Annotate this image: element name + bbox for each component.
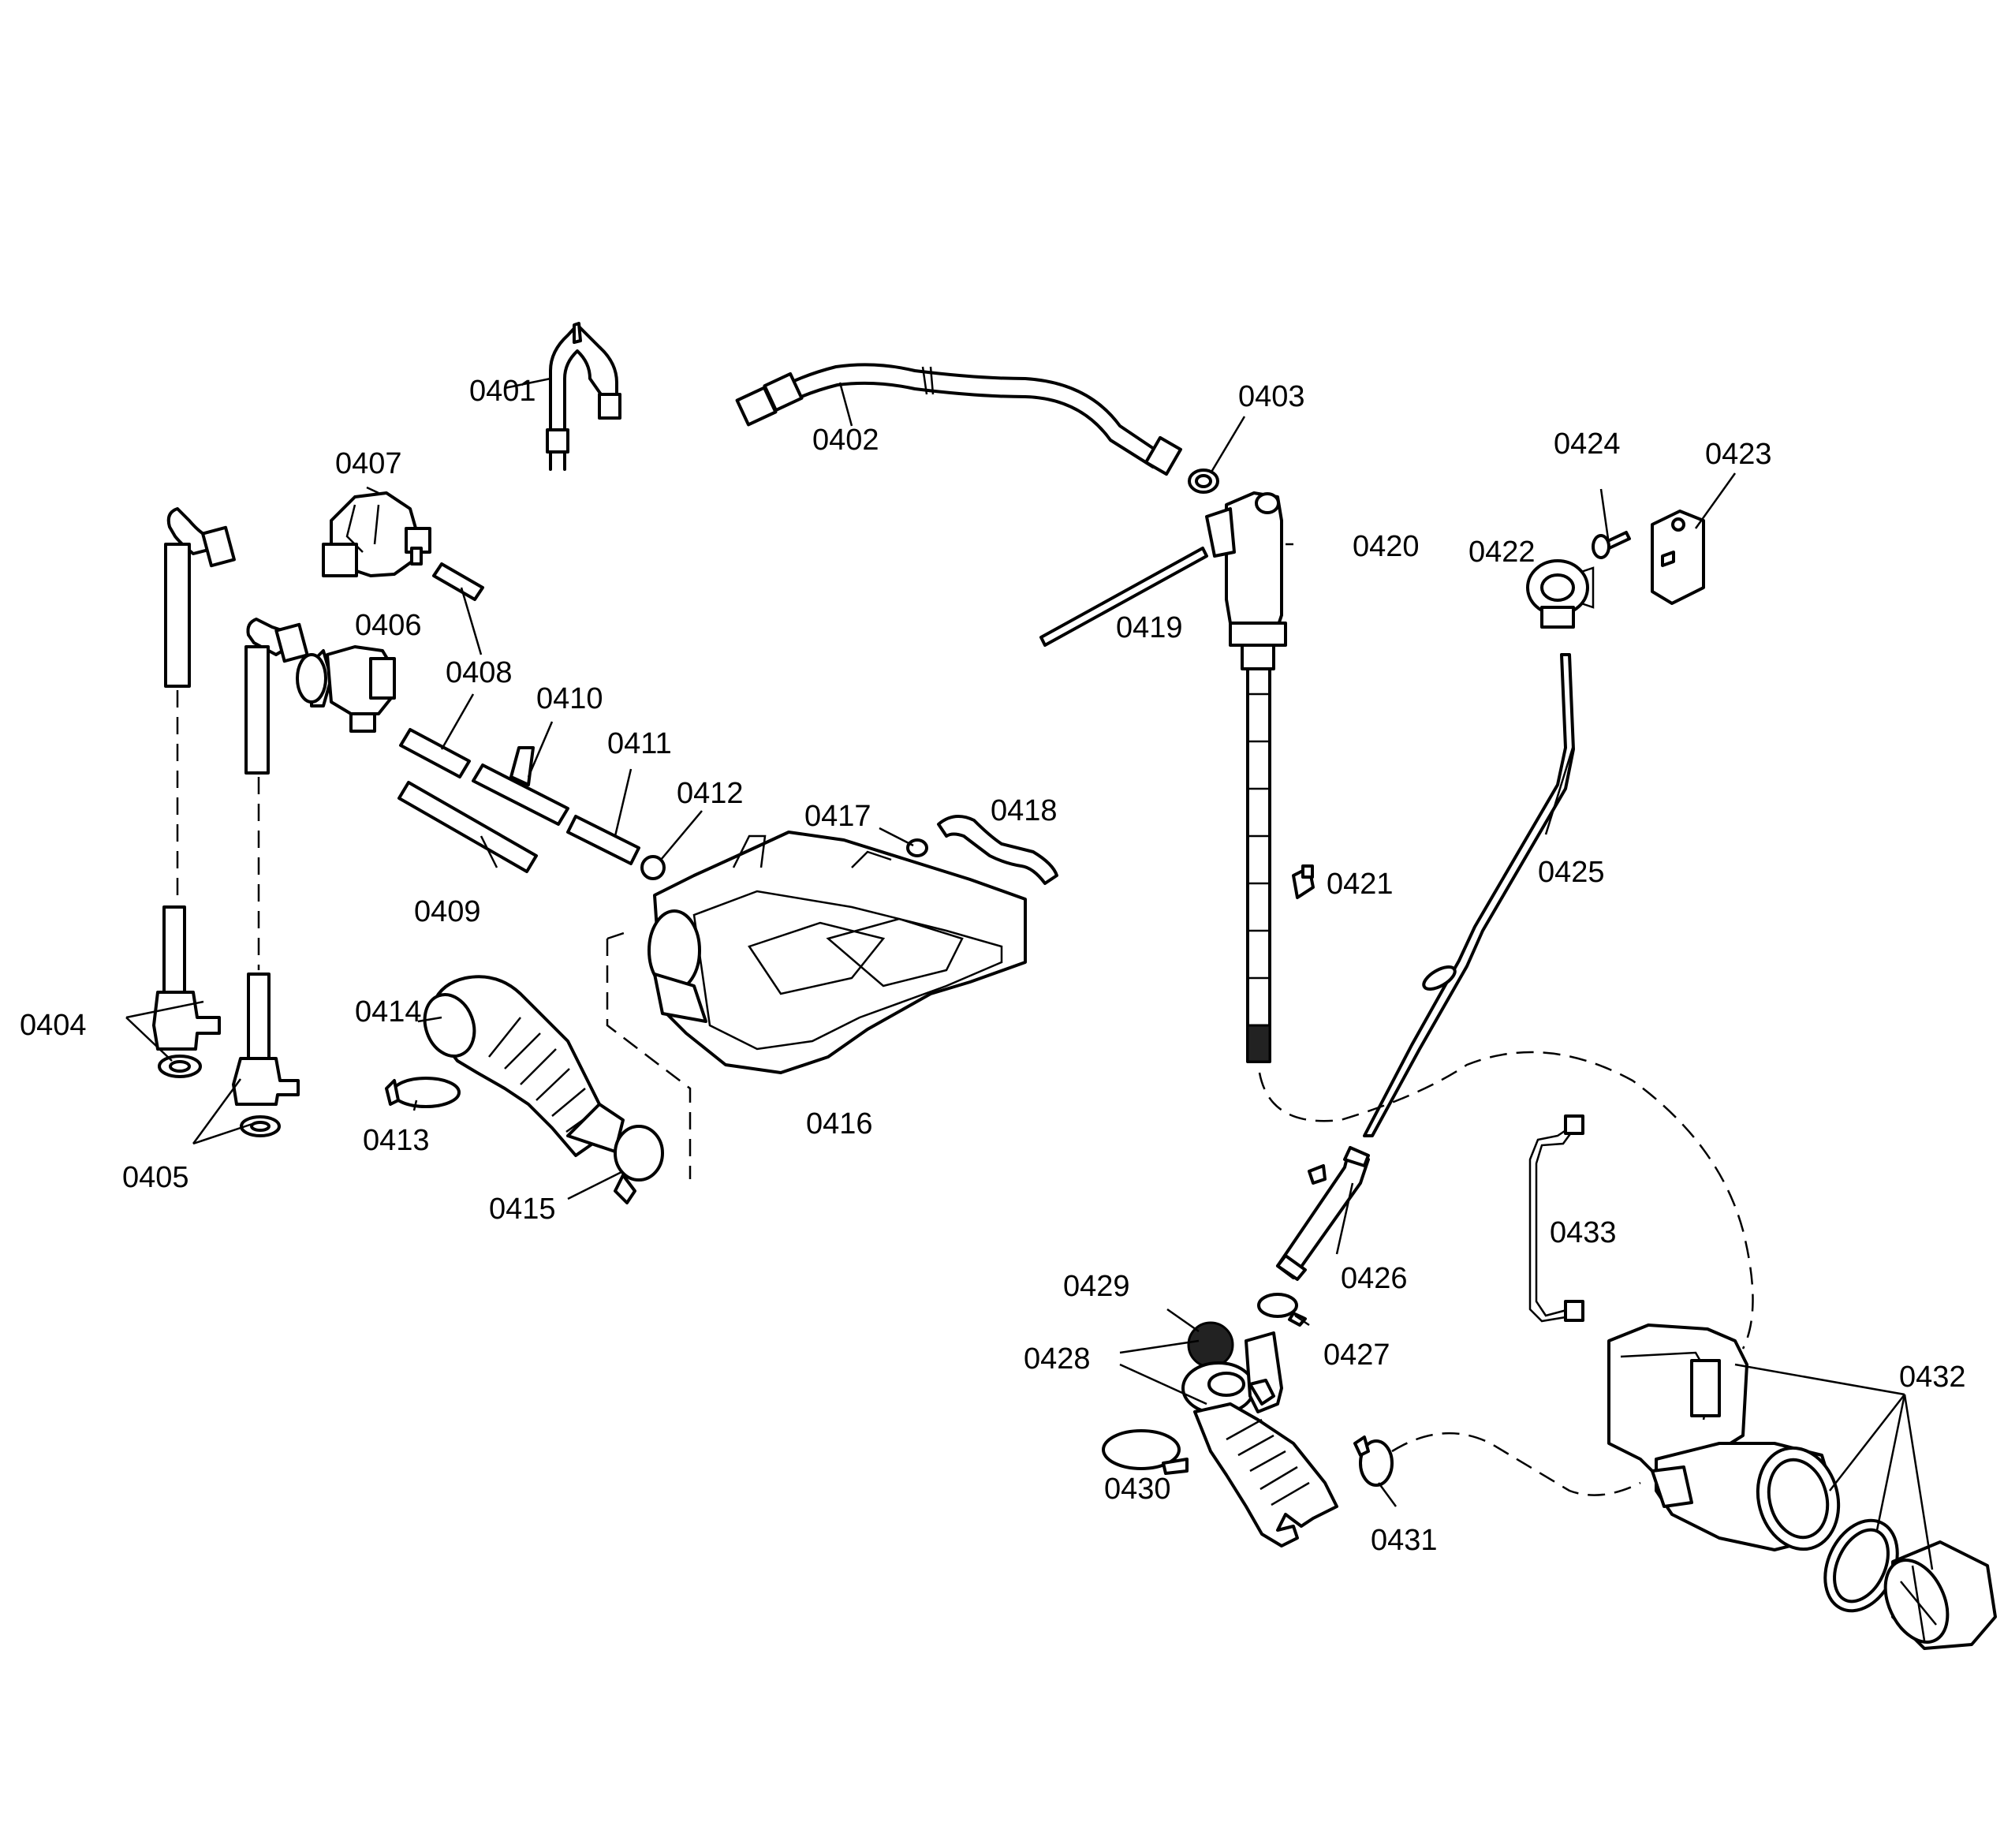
label-0417: 0417 bbox=[804, 800, 871, 833]
part-0430-clamp bbox=[1102, 1429, 1189, 1475]
label-0406: 0406 bbox=[355, 609, 422, 642]
label-0416: 0416 bbox=[806, 1107, 873, 1141]
label-0428: 0428 bbox=[1024, 1342, 1091, 1376]
label-0427: 0427 bbox=[1323, 1338, 1390, 1372]
label-0402: 0402 bbox=[812, 424, 879, 457]
part-0409-tube bbox=[397, 781, 538, 873]
part-0423-bracket bbox=[1651, 510, 1705, 605]
label-0423: 0423 bbox=[1705, 438, 1772, 471]
part-0416-dispenser bbox=[647, 831, 1027, 1074]
part-0414-bellows bbox=[423, 975, 625, 1157]
label-0415: 0415 bbox=[489, 1193, 556, 1226]
part-0431-clamp bbox=[1353, 1435, 1394, 1487]
part-0411-tube bbox=[566, 815, 640, 865]
label-0405: 0405 bbox=[122, 1161, 189, 1194]
part-0406-valve bbox=[296, 645, 396, 733]
label-0404: 0404 bbox=[20, 1009, 87, 1042]
part-0419-rod bbox=[1039, 547, 1208, 647]
dash-pump-loop bbox=[1258, 1051, 1754, 1350]
label-0413: 0413 bbox=[363, 1124, 430, 1157]
label-0424: 0424 bbox=[1554, 427, 1621, 461]
label-0401: 0401 bbox=[469, 375, 536, 408]
part-0405-inlet-pipe bbox=[232, 618, 309, 1137]
label-0425: 0425 bbox=[1538, 856, 1605, 889]
part-0401-y-fitting bbox=[546, 322, 621, 471]
label-0429: 0429 bbox=[1063, 1270, 1130, 1303]
label-0411: 0411 bbox=[607, 727, 672, 760]
part-0408-hose bbox=[399, 562, 484, 778]
part-0420-pressure-tube bbox=[1205, 491, 1287, 1063]
part-0417-clip bbox=[906, 838, 928, 857]
label-0426: 0426 bbox=[1341, 1262, 1408, 1295]
part-0427-clamp bbox=[1257, 1293, 1307, 1327]
part-0432-drain-pump bbox=[1607, 1323, 1997, 1650]
leader-lines bbox=[125, 377, 1934, 1570]
label-0419: 0419 bbox=[1116, 611, 1183, 644]
label-0430: 0430 bbox=[1104, 1473, 1171, 1506]
part-0428-sump bbox=[1181, 1331, 1338, 1547]
part-0421-clip bbox=[1292, 864, 1315, 899]
label-0420: 0420 bbox=[1353, 530, 1420, 563]
part-0425-hose bbox=[1363, 653, 1575, 1137]
part-0410-y-tube bbox=[472, 746, 569, 826]
part-0433-harness bbox=[1528, 1114, 1584, 1323]
label-0403: 0403 bbox=[1238, 380, 1305, 413]
label-0414: 0414 bbox=[355, 995, 422, 1029]
label-0433: 0433 bbox=[1550, 1216, 1617, 1249]
label-0432: 0432 bbox=[1899, 1361, 1966, 1394]
label-0418: 0418 bbox=[991, 794, 1058, 827]
part-0413-clamp bbox=[385, 1077, 461, 1108]
part-0426-chamber bbox=[1276, 1146, 1370, 1281]
part-0418-hose bbox=[937, 815, 1058, 885]
label-0407: 0407 bbox=[335, 447, 402, 480]
part-0415-clamp bbox=[614, 1125, 664, 1204]
label-0408: 0408 bbox=[446, 656, 513, 689]
part-0412-clip bbox=[640, 855, 666, 880]
part-0416-outline bbox=[606, 929, 692, 1179]
part-0403-clamp bbox=[1188, 469, 1219, 494]
label-0431: 0431 bbox=[1371, 1524, 1438, 1557]
label-0410: 0410 bbox=[536, 682, 603, 715]
label-0412: 0412 bbox=[677, 777, 744, 810]
part-0404-inlet-pipe bbox=[152, 507, 236, 1078]
part-0407-valve bbox=[322, 491, 431, 577]
part-0424-screw bbox=[1592, 531, 1631, 559]
dash-pump-to-sump bbox=[1391, 1432, 1641, 1496]
label-0421: 0421 bbox=[1327, 868, 1394, 901]
part-0402-hose bbox=[735, 363, 1182, 476]
label-0409: 0409 bbox=[414, 895, 481, 928]
part-0422-pressure-switch bbox=[1526, 559, 1595, 629]
label-0422: 0422 bbox=[1468, 536, 1536, 569]
